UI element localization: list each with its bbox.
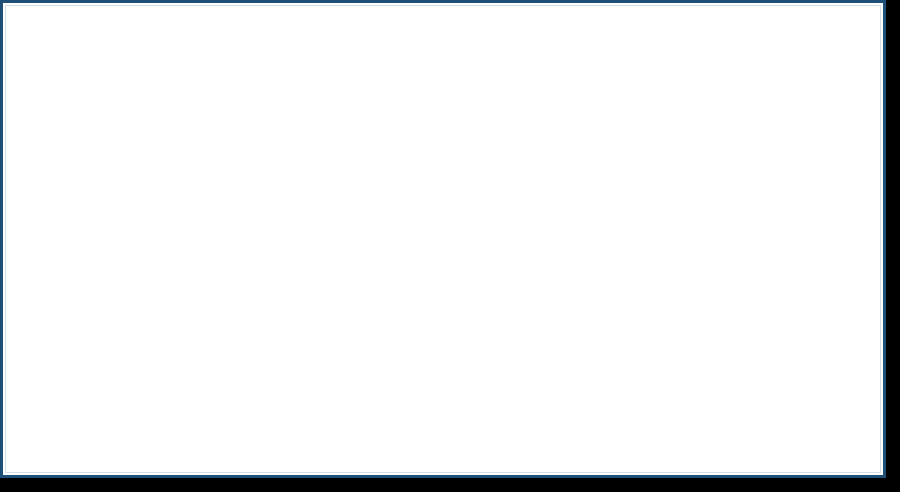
diagram-frame (0, 0, 886, 478)
diagram-inner-frame (5, 5, 881, 473)
